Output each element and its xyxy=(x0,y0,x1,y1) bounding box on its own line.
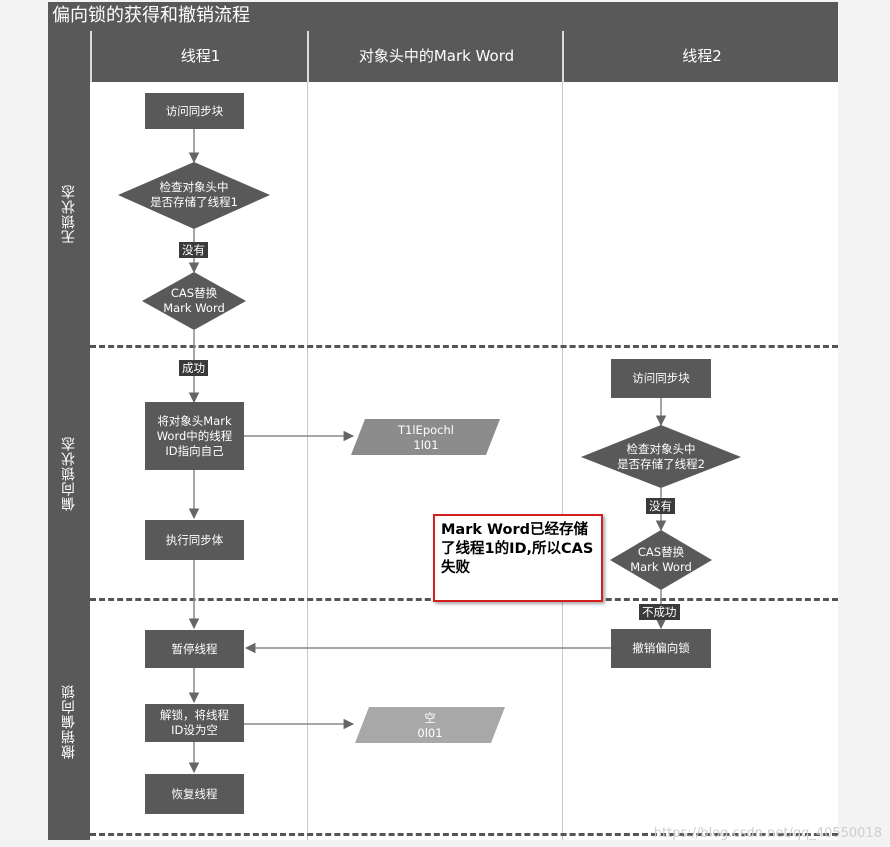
node-unlock-clear-id-line1: 解锁，将线程 xyxy=(160,708,229,722)
diagram-title: 偏向锁的获得和撤销流程 xyxy=(52,5,250,26)
data-markword-empty xyxy=(355,707,505,743)
node-unlock-clear-id: 解锁，将线程 ID设为空 xyxy=(145,704,244,742)
decision-check-thread1 xyxy=(118,162,270,229)
lane-header-thread2: 线程2 xyxy=(562,31,838,82)
row-label-band xyxy=(48,31,90,840)
node-visit-sync-thread2-label: 访问同步块 xyxy=(632,371,690,385)
data-markword-empty-line2: 0l01 xyxy=(417,726,443,740)
node-pause-thread-label: 暂停线程 xyxy=(171,641,218,656)
node-set-thread-id-line1: 将对象头Mark xyxy=(157,413,232,428)
edge-label-no-thread2: 没有 xyxy=(646,498,675,514)
node-pause-thread: 暂停线程 xyxy=(145,630,244,668)
node-set-thread-id-line3: ID指向自己 xyxy=(165,443,224,458)
diagram-canvas: 偏向锁的获得和撤销流程 线程1 对象头中的Mark Word 线程2 无锁状态 … xyxy=(48,2,838,840)
node-exec-sync: 执行同步体 xyxy=(145,520,244,560)
row-separator-1 xyxy=(90,345,838,348)
decision-cas-thread1 xyxy=(142,272,246,330)
lane-divider-1 xyxy=(307,82,308,840)
decision-cas-thread2-line2: Mark Word xyxy=(630,560,692,574)
node-visit-sync-thread1: 访问同步块 xyxy=(145,93,244,129)
decision-cas-thread2-line1: CAS替换 xyxy=(637,545,685,559)
decision-check-thread2-line2: 是否存储了线程2 xyxy=(617,457,705,471)
node-visit-sync-thread2: 访问同步块 xyxy=(611,359,711,398)
data-markword-empty-line1: 空 xyxy=(424,711,436,725)
decision-cas-thread1-line1: CAS替换 xyxy=(170,286,218,300)
callout-note-text: Mark Word已经存储了线程1的ID,所以CAS失败 xyxy=(441,522,594,576)
connectors-layer xyxy=(118,129,741,774)
decision-cas-thread1-label: CAS替换 Mark Word xyxy=(144,286,244,316)
row-separator-3 xyxy=(90,833,838,836)
lane-header-markword-label: 对象头中的Mark Word xyxy=(358,47,515,65)
node-set-thread-id-line2: Word中的线程 xyxy=(156,428,233,443)
data-markword-biased-line2: 1l01 xyxy=(413,438,439,452)
node-unlock-clear-id-line2: ID设为空 xyxy=(171,723,218,737)
lane-header-thread1: 线程1 xyxy=(90,31,309,82)
data-markword-biased-line1: T1lEpochl xyxy=(398,423,454,437)
node-revoke-bias-label: 撤销偏向锁 xyxy=(632,641,690,655)
node-set-thread-id: 将对象头Mark Word中的线程 ID指向自己 xyxy=(145,402,244,470)
data-markword-empty-label: 空 0l01 xyxy=(369,711,491,741)
node-resume-thread-label: 恢复线程 xyxy=(171,786,218,801)
decision-check-thread2 xyxy=(581,425,741,488)
node-revoke-bias: 撤销偏向锁 xyxy=(611,629,711,668)
data-markword-biased-label: T1lEpochl 1l01 xyxy=(365,423,487,453)
decision-check-thread1-line1: 检查对象头中 xyxy=(159,180,229,194)
lane-header-thread2-label: 线程2 xyxy=(682,47,722,65)
decision-check-thread2-line1: 检查对象头中 xyxy=(626,442,696,456)
title-bar: 偏向锁的获得和撤销流程 xyxy=(48,2,838,31)
edge-label-success: 成功 xyxy=(179,360,208,376)
edge-label-fail: 不成功 xyxy=(639,604,680,620)
decision-cas-thread1-line2: Mark Word xyxy=(163,301,225,315)
edge-label-no-thread1: 没有 xyxy=(179,242,208,258)
decision-check-thread1-label: 检查对象头中 是否存储了线程1 xyxy=(124,180,264,210)
decision-check-thread1-line2: 是否存储了线程1 xyxy=(150,195,238,209)
lane-header-thread1-label: 线程1 xyxy=(180,47,221,65)
callout-note: Mark Word已经存储了线程1的ID,所以CAS失败 xyxy=(433,514,603,602)
node-exec-sync-label: 执行同步体 xyxy=(165,532,224,547)
watermark: https://blog.csdn.net/qq_40550018 xyxy=(653,826,882,841)
decision-cas-thread2-label: CAS替换 Mark Word xyxy=(611,545,711,575)
decision-cas-thread2 xyxy=(610,530,712,590)
decision-check-thread2-label: 检查对象头中 是否存储了线程2 xyxy=(588,442,734,472)
data-markword-biased xyxy=(351,419,500,455)
lane-header-markword: 对象头中的Mark Word xyxy=(307,31,564,82)
lane-divider-2 xyxy=(562,82,563,840)
node-visit-sync-thread1-label: 访问同步块 xyxy=(165,103,224,118)
node-resume-thread: 恢复线程 xyxy=(145,774,244,814)
